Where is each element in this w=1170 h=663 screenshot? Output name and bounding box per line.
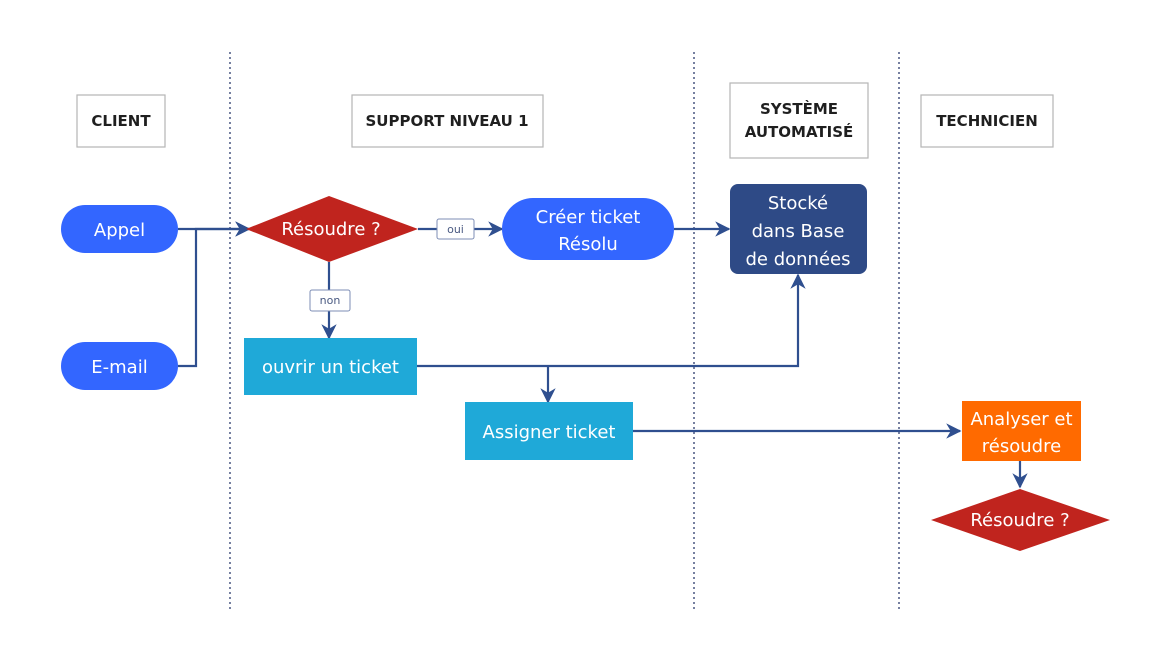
edge-label-non-text: non: [320, 294, 341, 307]
node-resoudre-decision-text: Résoudre ?: [281, 219, 380, 240]
connector-ouvrir-to-stocke: [417, 273, 806, 368]
node-creer-ticket-line1: Créer ticket: [536, 207, 641, 228]
node-analyser-line2: résoudre: [982, 436, 1061, 457]
node-assigner-ticket: Assigner ticket: [465, 402, 633, 460]
lane-title-system-line2: AUTOMATISÉ: [745, 122, 854, 141]
node-resoudre-decision-technicien: Résoudre ?: [931, 489, 1110, 551]
lane-title-support-text: SUPPORT NIVEAU 1: [365, 112, 528, 130]
node-ouvrir-ticket: ouvrir un ticket: [244, 338, 417, 395]
connector-email-to-resoudre: [178, 221, 251, 368]
node-email: E-mail: [61, 342, 178, 390]
lane-title-technicien-text: TECHNICIEN: [936, 112, 1038, 130]
node-analyser-line1: Analyser et: [970, 409, 1072, 430]
node-ouvrir-ticket-text: ouvrir un ticket: [262, 357, 399, 378]
lane-title-system: SYSTÈME AUTOMATISÉ: [729, 82, 869, 159]
node-resoudre-decision: Résoudre ?: [246, 196, 418, 262]
node-stocke-line3: de données: [745, 249, 850, 270]
edge-label-oui: oui: [436, 218, 475, 240]
lane-title-technicien: TECHNICIEN: [920, 94, 1054, 148]
node-creer-ticket: Créer ticket Résolu: [502, 198, 674, 260]
node-appel: Appel: [61, 205, 178, 253]
node-resoudre-decision-technicien-text: Résoudre ?: [970, 510, 1069, 531]
node-stocke-line1: Stocké: [768, 193, 828, 214]
edge-label-non: non: [309, 289, 351, 312]
node-appel-text: Appel: [94, 220, 145, 241]
edge-label-oui-text: oui: [447, 223, 464, 236]
lane-title-client: CLIENT: [76, 94, 166, 148]
node-creer-ticket-line2: Résolu: [558, 234, 618, 255]
node-stocke-line2: dans Base: [752, 221, 845, 242]
node-analyser: Analyser et résoudre: [962, 401, 1081, 461]
node-stocke: Stocké dans Base de données: [730, 184, 867, 274]
lane-title-system-line1: SYSTÈME: [760, 99, 838, 118]
lane-title-client-text: CLIENT: [91, 112, 151, 130]
node-assigner-ticket-text: Assigner ticket: [483, 422, 616, 443]
node-email-text: E-mail: [91, 357, 147, 378]
lane-title-support: SUPPORT NIVEAU 1: [351, 94, 544, 148]
